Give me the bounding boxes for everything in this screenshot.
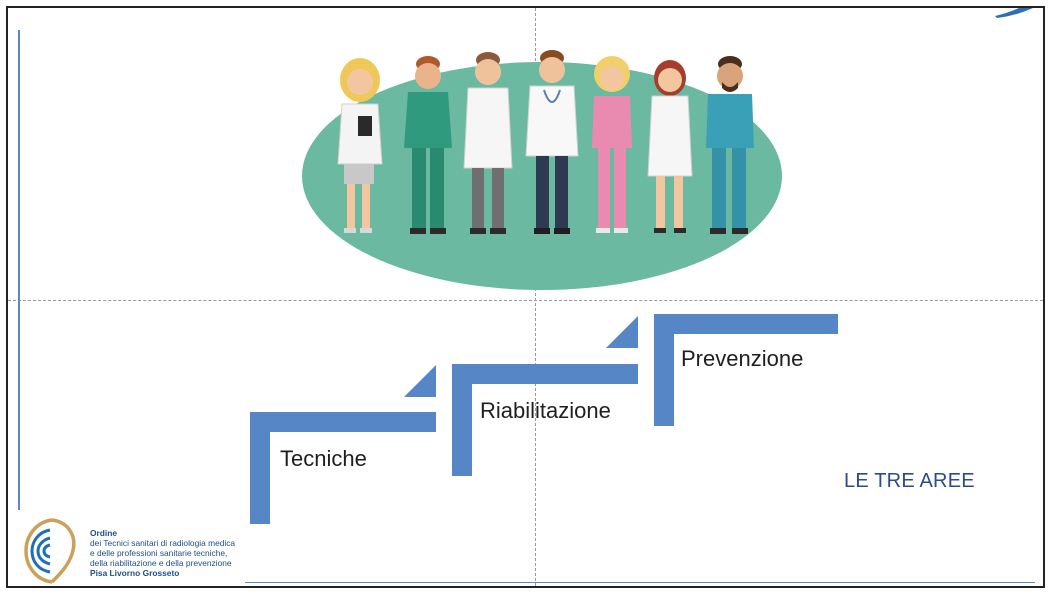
person-doctor-labcoat-icon bbox=[463, 52, 513, 234]
logo-location: Pisa Livorno Grosseto bbox=[90, 568, 180, 578]
vertical-guide-line bbox=[535, 8, 536, 586]
logo-line-2: e delle professioni sanitarie tecniche, bbox=[90, 548, 228, 558]
step-label-prevenzione[interactable]: Prevenzione bbox=[681, 346, 804, 371]
step-3-horizontal-bar bbox=[654, 314, 838, 334]
ordine-logo-icon bbox=[24, 518, 76, 584]
person-doctor-stethoscope-icon bbox=[525, 50, 579, 234]
bottom-accent-rule bbox=[245, 582, 1035, 583]
healthcare-staff-illustration bbox=[302, 50, 782, 290]
step-label-riabilitazione[interactable]: Riabilitazione bbox=[480, 398, 611, 423]
organization-logo: Ordine dei Tecnici sanitari di radiologi… bbox=[18, 514, 248, 586]
logo-line-3: della riabilitazione e della prevenzione bbox=[90, 558, 232, 568]
horizontal-guide-line bbox=[8, 300, 1043, 301]
step-2-vertical-bar bbox=[452, 364, 472, 476]
person-nurse-teal-icon bbox=[706, 56, 754, 234]
step-2-horizontal-bar bbox=[452, 364, 638, 384]
stairs-graphic bbox=[250, 314, 838, 524]
step-1-arrow-tip bbox=[404, 365, 436, 397]
person-nurse-green-icon bbox=[404, 56, 452, 234]
person-nurse-pink-icon bbox=[592, 56, 632, 233]
step-label-tecniche[interactable]: Tecniche bbox=[280, 446, 367, 471]
step-3-vertical-bar bbox=[654, 314, 674, 426]
person-doctor-blonde-icon bbox=[337, 58, 383, 233]
step-1-vertical-bar bbox=[250, 412, 270, 524]
step-1-horizontal-bar bbox=[250, 412, 436, 432]
corner-swoosh-decoration bbox=[995, 8, 1033, 18]
logo-line-1: dei Tecnici sanitari di radiologia medic… bbox=[90, 538, 236, 548]
logo-text-block: Ordine dei Tecnici sanitari di radiologi… bbox=[90, 528, 235, 578]
left-accent-rule bbox=[18, 30, 20, 510]
step-2-arrow-tip bbox=[606, 316, 638, 348]
slide-heading[interactable]: LE TRE AREE bbox=[844, 470, 975, 492]
slide-canvas: Tecniche Riabilitazione Prevenzione LE T… bbox=[6, 6, 1045, 588]
person-doctor-female-icon bbox=[647, 60, 693, 233]
logo-title: Ordine bbox=[90, 528, 117, 538]
